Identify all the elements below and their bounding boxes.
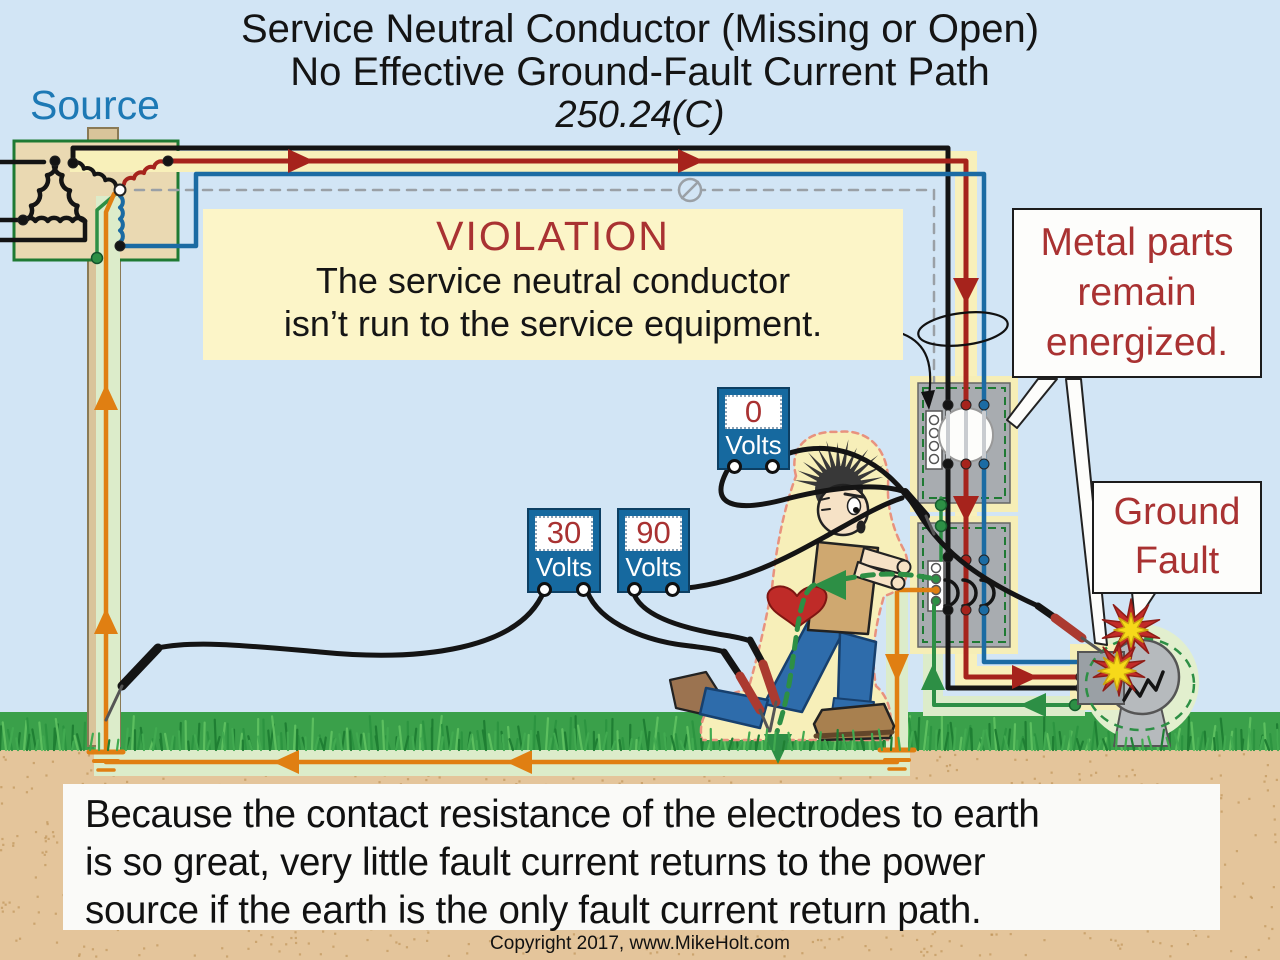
page-title: Service Neutral Conductor (Missing or Op…	[0, 7, 1280, 137]
source-label: Source	[30, 82, 160, 128]
voltmeter-terminal	[764, 459, 780, 474]
ground-fault-explosion	[1092, 598, 1161, 697]
voltmeter-earth: 30 Volts	[527, 508, 601, 597]
earth-current-path	[103, 750, 900, 774]
voltmeter-terminal	[575, 582, 591, 597]
violation-line-1: The service neutral conductor	[315, 260, 791, 301]
voltmeter-terminal	[627, 582, 643, 597]
test-leads	[104, 446, 1104, 733]
violation-pointer	[901, 311, 1009, 410]
voltmeter-earth-unit: Volts	[535, 551, 593, 582]
voltmeter-panel-value: 0	[744, 394, 763, 430]
violation-heading: VIOLATION	[436, 213, 670, 259]
ground-fault-callout: Ground Fault	[1092, 481, 1262, 594]
explanation-line-1: Because the contact resistance of the el…	[85, 793, 1040, 836]
explanation-note: Because the contact resistance of the el…	[63, 784, 1220, 932]
voltmeter-terminal	[727, 459, 743, 474]
voltmeter-panel: 0 Volts	[717, 387, 790, 474]
title-code-reference: 250.24(C)	[555, 94, 725, 136]
metal-parts-line-3: energized.	[1045, 321, 1229, 364]
title-line-1: Service Neutral Conductor (Missing or Op…	[240, 7, 1040, 51]
metal-parts-line-1: Metal parts	[1040, 221, 1234, 264]
front-grass	[0, 726, 1280, 752]
copyright-text: Copyright 2017, www.MikeHolt.com	[490, 933, 790, 954]
metal-parts-callout: Metal parts remain energized.	[1012, 208, 1262, 378]
voltmeter-terminal	[664, 582, 680, 597]
voltmeter-panel-display: 0	[725, 394, 782, 430]
ground-fault-line-2: Fault	[1134, 540, 1220, 582]
voltmeter-panel-unit: Volts	[725, 430, 782, 461]
violation-note: VIOLATION The service neutral conductor …	[203, 209, 903, 360]
explanation-line-3: source if the earth is the only fault cu…	[85, 889, 982, 932]
voltmeter-touch: 90 Volts	[617, 508, 690, 597]
title-line-2: No Effective Ground-Fault Current Path	[290, 50, 990, 94]
voltmeter-earth-display: 30	[535, 515, 593, 551]
missing-neutral-conductor	[133, 177, 936, 454]
ground-fault-line-1: Ground	[1113, 491, 1241, 533]
voltmeter-touch-unit: Volts	[625, 551, 682, 582]
voltmeter-touch-display: 90	[625, 515, 682, 551]
violation-line-2: isn’t run to the service equipment.	[283, 303, 823, 344]
metal-parts-line-2: remain	[1077, 271, 1197, 314]
explanation-line-2: is so great, very little fault current r…	[85, 841, 986, 884]
voltmeter-earth-value: 30	[546, 515, 582, 551]
worker	[668, 430, 912, 742]
voltmeter-terminal	[537, 582, 553, 597]
voltmeter-touch-value: 90	[636, 515, 671, 551]
